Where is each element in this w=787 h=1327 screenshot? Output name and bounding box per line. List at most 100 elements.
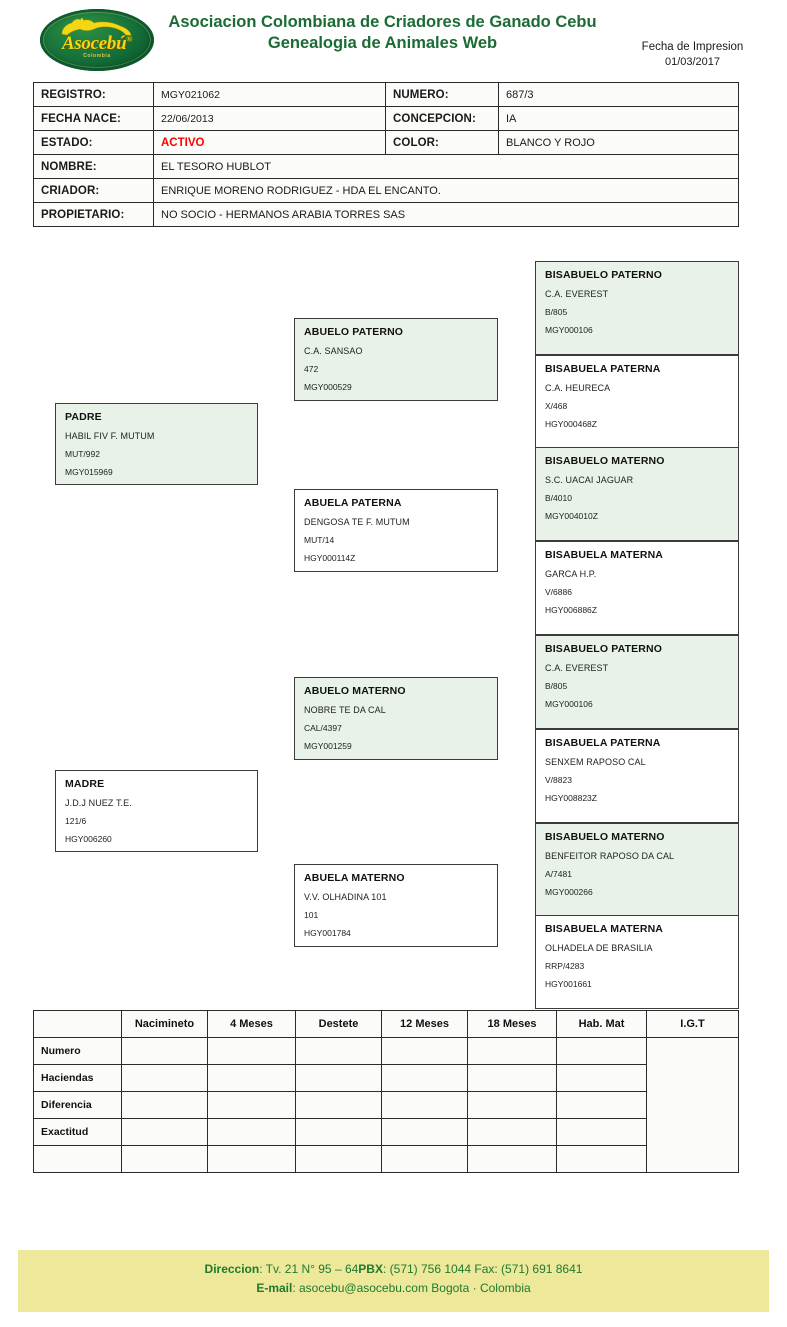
node-name: S.C. UACAI JAGUAR: [545, 475, 634, 485]
node-registry: HGY001784: [304, 928, 351, 938]
node-number: B/805: [545, 681, 568, 691]
node-role: BISABUELO PATERNO: [545, 269, 663, 281]
pbx-value: : (571) 756 1044 Fax: (571) 691 8641: [382, 1262, 583, 1276]
node-number: X/468: [545, 401, 568, 411]
pedigree-node-bisabuelo-3: BISABUELO MATERNO S.C. UACAI JAGUAR B/40…: [535, 447, 739, 541]
stats-col-header: I.G.T: [646, 1010, 739, 1038]
node-registry: HGY006260: [65, 834, 112, 844]
node-role: PADRE: [65, 411, 102, 423]
table-row: Diferencia: [33, 1091, 739, 1119]
logo-brand-text: Asocebú®: [61, 33, 133, 54]
stats-col-header: Hab. Mat: [556, 1010, 647, 1038]
stats-col-header: 4 Meses: [207, 1010, 296, 1038]
stats-cell[interactable]: [467, 1118, 557, 1146]
stats-cell[interactable]: [381, 1037, 468, 1065]
page-title: Asociacion Colombiana de Criadores de Ga…: [155, 12, 610, 54]
pedigree-node-bisabuelo-1: BISABUELO PATERNO C.A. EVEREST B/805 MGY…: [535, 261, 739, 355]
stats-cell[interactable]: [207, 1037, 296, 1065]
node-name: J.D.J NUEZ T.E.: [65, 798, 132, 808]
node-role: BISABUELA MATERNA: [545, 923, 664, 935]
email-label: E-mail: [256, 1281, 293, 1295]
stats-cell[interactable]: [381, 1145, 468, 1173]
node-role: ABUELO PATERNO: [304, 326, 404, 338]
stats-row-label: [33, 1145, 122, 1173]
stats-cell[interactable]: [556, 1091, 647, 1119]
stats-cell[interactable]: [207, 1145, 296, 1173]
node-name: C.A. EVEREST: [545, 289, 609, 299]
stats-cell[interactable]: [556, 1064, 647, 1092]
stats-cell[interactable]: [295, 1091, 382, 1119]
pedigree-node-padre: PADRE HABIL FIV F. MUTUM MUT/992 MGY0159…: [55, 403, 258, 485]
node-role: BISABUELO MATERNO: [545, 831, 665, 843]
stats-col-header: Nacimineto: [121, 1010, 208, 1038]
node-role: BISABUELA PATERNA: [545, 737, 661, 749]
stats-cell[interactable]: [121, 1037, 208, 1065]
stats-cell[interactable]: [121, 1091, 208, 1119]
stats-cell[interactable]: [556, 1037, 647, 1065]
stats-cell[interactable]: [121, 1118, 208, 1146]
print-date-block: Fecha de Impresion 01/03/2017: [600, 40, 785, 70]
node-name: NOBRE TE DA CAL: [304, 705, 386, 715]
node-number: RRP/4283: [545, 961, 585, 971]
stats-cell[interactable]: [295, 1145, 382, 1173]
table-row: Exactitud: [33, 1118, 739, 1146]
node-number: B/805: [545, 307, 568, 317]
stats-cell[interactable]: [381, 1118, 468, 1146]
stats-cell[interactable]: [467, 1064, 557, 1092]
stats-cell[interactable]: [295, 1064, 382, 1092]
stats-cell[interactable]: [556, 1145, 647, 1173]
stats-cell[interactable]: [207, 1064, 296, 1092]
direccion-label: Direccion: [204, 1262, 260, 1276]
node-name: HABIL FIV F. MUTUM: [65, 431, 155, 441]
pedigree-node-abuela-materna: ABUELA MATERNO V.V. OLHADINA 101 101 HGY…: [294, 864, 498, 947]
node-registry: MGY000529: [304, 382, 352, 392]
registro-label: REGISTRO:: [33, 82, 154, 107]
stats-cell[interactable]: [295, 1037, 382, 1065]
direccion-value: : Tv. 21 N° 95 – 64: [259, 1262, 359, 1276]
node-role: ABUELA PATERNA: [304, 497, 402, 509]
table-header-row: Nacimineto 4 Meses Destete 12 Meses 18 M…: [33, 1010, 739, 1038]
logo-sub-text: Colombia: [83, 53, 111, 59]
stats-cell[interactable]: [121, 1145, 208, 1173]
node-role: BISABUELA PATERNA: [545, 363, 661, 375]
title-line-2: Genealogia de Animales Web: [267, 34, 498, 52]
pedigree-node-bisabuelo-5: BISABUELO PATERNO C.A. EVEREST B/805 MGY…: [535, 635, 739, 729]
pedigree-node-bisabuela-2: BISABUELA PATERNA C.A. HEURECA X/468 HGY…: [535, 355, 739, 449]
stats-col-header: 18 Meses: [467, 1010, 557, 1038]
stats-cell[interactable]: [381, 1091, 468, 1119]
node-registry: MGY000106: [545, 699, 593, 709]
color-value: BLANCO Y ROJO: [498, 130, 739, 155]
stats-cell[interactable]: [207, 1091, 296, 1119]
measurements-table: Nacimineto 4 Meses Destete 12 Meses 18 M…: [33, 1010, 739, 1173]
criador-value: ENRIQUE MORENO RODRIGUEZ - HDA EL ENCANT…: [153, 178, 739, 203]
table-row: Numero: [33, 1037, 739, 1173]
stats-cell[interactable]: [467, 1037, 557, 1065]
title-line-1: Asociacion Colombiana de Criadores de Ga…: [168, 13, 597, 31]
stats-cell[interactable]: [381, 1064, 468, 1092]
node-number: 472: [304, 364, 319, 374]
stats-igt-cell[interactable]: [646, 1037, 739, 1173]
stats-col-header: Destete: [295, 1010, 382, 1038]
stats-cell[interactable]: [295, 1118, 382, 1146]
numero-value: 687/3: [498, 82, 739, 107]
stats-cell[interactable]: [467, 1091, 557, 1119]
node-name: SENXEM RAPOSO CAL: [545, 757, 646, 767]
logo-registered-mark: ®: [126, 34, 133, 44]
node-registry: HGY008823Z: [545, 793, 597, 803]
table-row: ESTADO: ACTIVO COLOR: BLANCO Y ROJO: [33, 130, 739, 155]
node-role: ABUELO MATERNO: [304, 685, 406, 697]
footer-line-2: E-mail: asocebu@asocebu.com Bogota · Col…: [18, 1279, 769, 1298]
pedigree-node-madre: MADRE J.D.J NUEZ T.E. 121/6 HGY006260: [55, 770, 258, 852]
table-row: NOMBRE: EL TESORO HUBLOT: [33, 154, 739, 179]
stats-cell[interactable]: [121, 1064, 208, 1092]
node-registry: HGY000114Z: [304, 553, 356, 563]
footer-line-1: Direccion: Tv. 21 N° 95 – 64PBX: (571) 7…: [18, 1260, 769, 1279]
nombre-value: EL TESORO HUBLOT: [153, 154, 739, 179]
stats-cell[interactable]: [556, 1118, 647, 1146]
stats-cell[interactable]: [207, 1118, 296, 1146]
node-name: GARCA H.P.: [545, 569, 597, 579]
node-role: ABUELA MATERNO: [304, 872, 405, 884]
node-role: BISABUELO MATERNO: [545, 455, 665, 467]
stats-cell[interactable]: [467, 1145, 557, 1173]
